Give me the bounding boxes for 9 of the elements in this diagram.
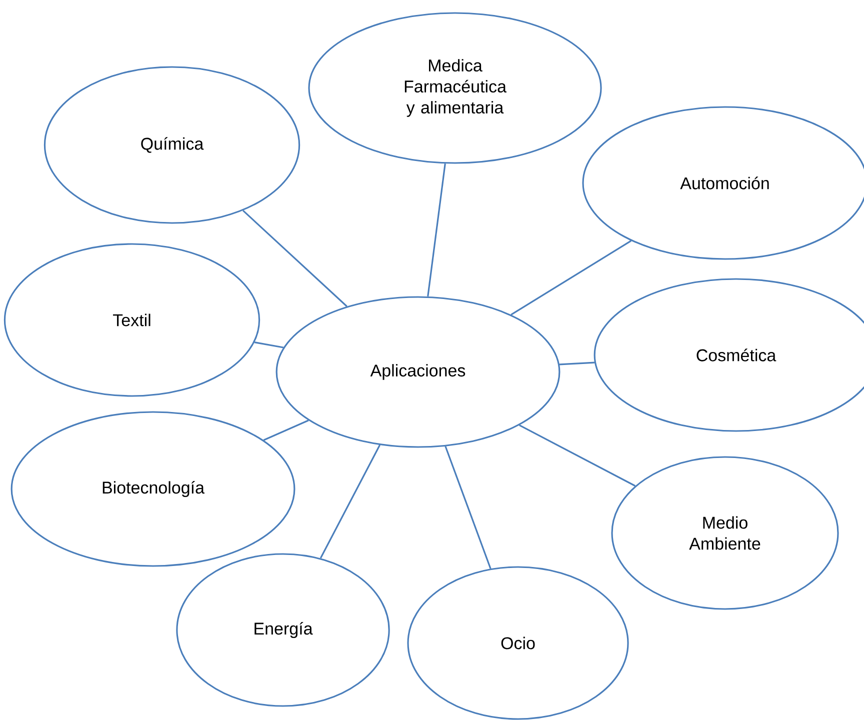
connector-line: [510, 240, 632, 316]
connector-line: [559, 362, 595, 366]
connector-line: [519, 424, 636, 487]
connector-line: [254, 342, 284, 348]
connector-line: [242, 210, 348, 307]
connector-line: [444, 446, 492, 569]
connector-line: [427, 164, 446, 296]
connector-line: [320, 444, 381, 558]
connector-line: [263, 420, 309, 441]
